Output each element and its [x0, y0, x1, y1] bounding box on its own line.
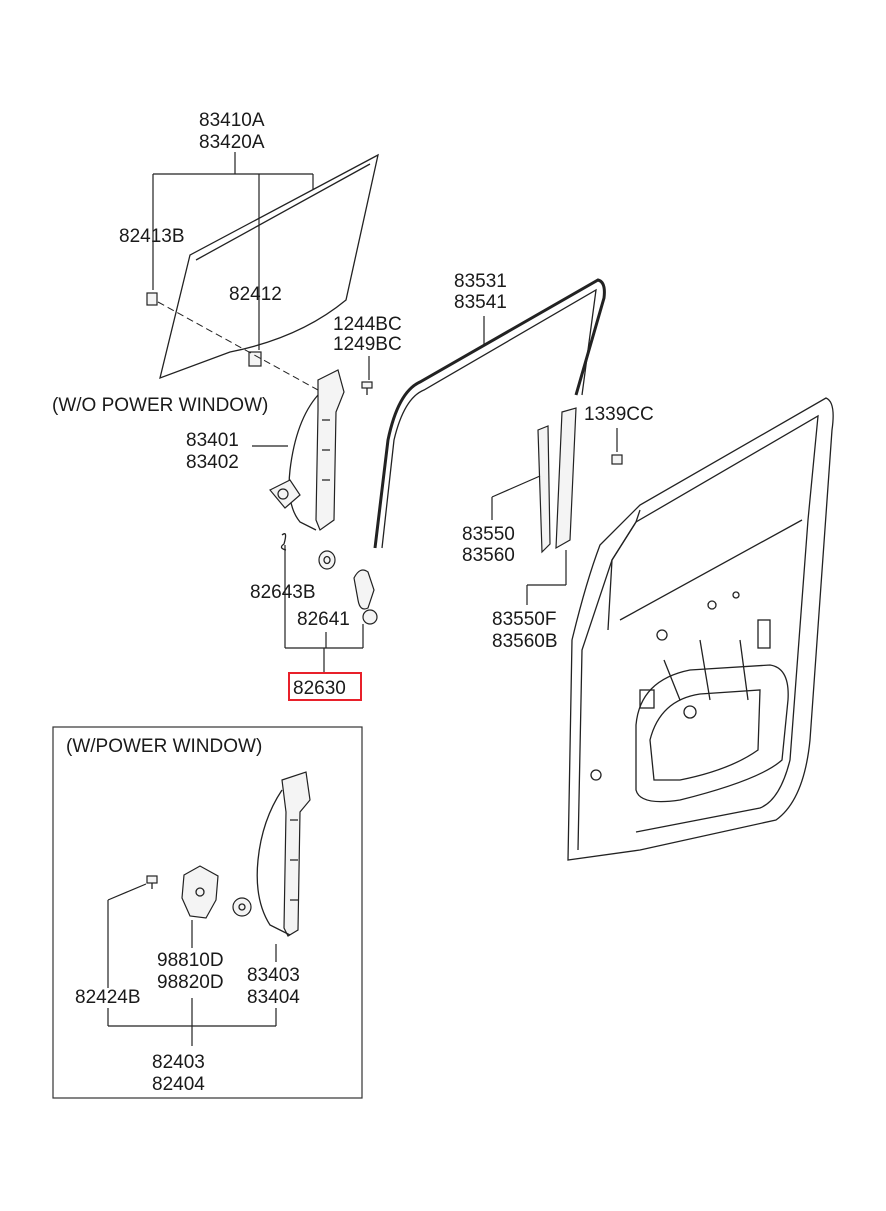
label-83404: 83404	[247, 987, 300, 1008]
label-1339cc: 1339CC	[584, 404, 654, 425]
door-glass[interactable]	[159, 153, 379, 380]
label-82424b: 82424B	[75, 987, 141, 1008]
power-window-motor[interactable]	[181, 865, 219, 919]
rear-door-panel[interactable]	[567, 397, 834, 861]
label-83560b: 83560B	[492, 631, 558, 652]
channelf-leader	[526, 550, 567, 605]
label-82403: 82403	[152, 1052, 205, 1073]
label-w-power-window: (W/POWER WINDOW)	[66, 736, 262, 757]
label-82412: 82412	[229, 284, 282, 305]
label-83420a: 83420A	[199, 132, 265, 153]
highlight-82630[interactable]	[288, 672, 362, 701]
door-channel-83550f[interactable]	[555, 407, 577, 550]
handle-assy-leader	[284, 545, 364, 672]
glass-leader	[152, 152, 314, 350]
label-82643b: 82643B	[250, 582, 316, 603]
label-wo-power-window: (W/O POWER WINDOW)	[52, 395, 268, 416]
label-83560: 83560	[462, 545, 515, 566]
door-channel-83550[interactable]	[537, 425, 551, 554]
manual-window-regulator[interactable]	[269, 369, 345, 531]
power-window-regulator[interactable]	[232, 771, 311, 937]
label-83531: 83531	[454, 271, 507, 292]
label-82413b: 82413B	[119, 226, 185, 247]
label-83402: 83402	[186, 452, 239, 473]
label-83410a: 83410A	[199, 110, 265, 131]
screw-leader	[107, 883, 147, 988]
label-83541: 83541	[454, 292, 507, 313]
label-83550: 83550	[462, 524, 515, 545]
glass-clip-dashed-line	[157, 301, 319, 391]
label-98820d: 98820D	[157, 972, 224, 993]
glass-run-channel[interactable]	[373, 278, 606, 549]
screw-82424b[interactable]	[146, 875, 158, 889]
washer[interactable]	[318, 550, 336, 570]
glass-clip-82413b[interactable]	[146, 292, 158, 306]
bolt-1244bc[interactable]	[361, 381, 373, 395]
label-82630[interactable]: 82630	[293, 678, 346, 699]
label-82641: 82641	[297, 609, 350, 630]
label-83403: 83403	[247, 965, 300, 986]
label-98810d: 98810D	[157, 950, 224, 971]
spring-clip-82643b[interactable]	[280, 533, 287, 551]
channel-leader	[491, 475, 541, 520]
glass-clip-82412[interactable]	[248, 351, 262, 367]
label-1249bc: 1249BC	[333, 334, 402, 355]
label-83550f: 83550F	[492, 609, 556, 630]
power-window-box	[52, 726, 363, 1099]
label-82404: 82404	[152, 1074, 205, 1095]
label-83401: 83401	[186, 430, 239, 451]
nut-1339cc[interactable]	[611, 454, 623, 465]
window-handle-82641[interactable]	[353, 569, 378, 625]
label-1244bc: 1244BC	[333, 314, 402, 335]
power-assy-leader	[107, 998, 277, 1046]
